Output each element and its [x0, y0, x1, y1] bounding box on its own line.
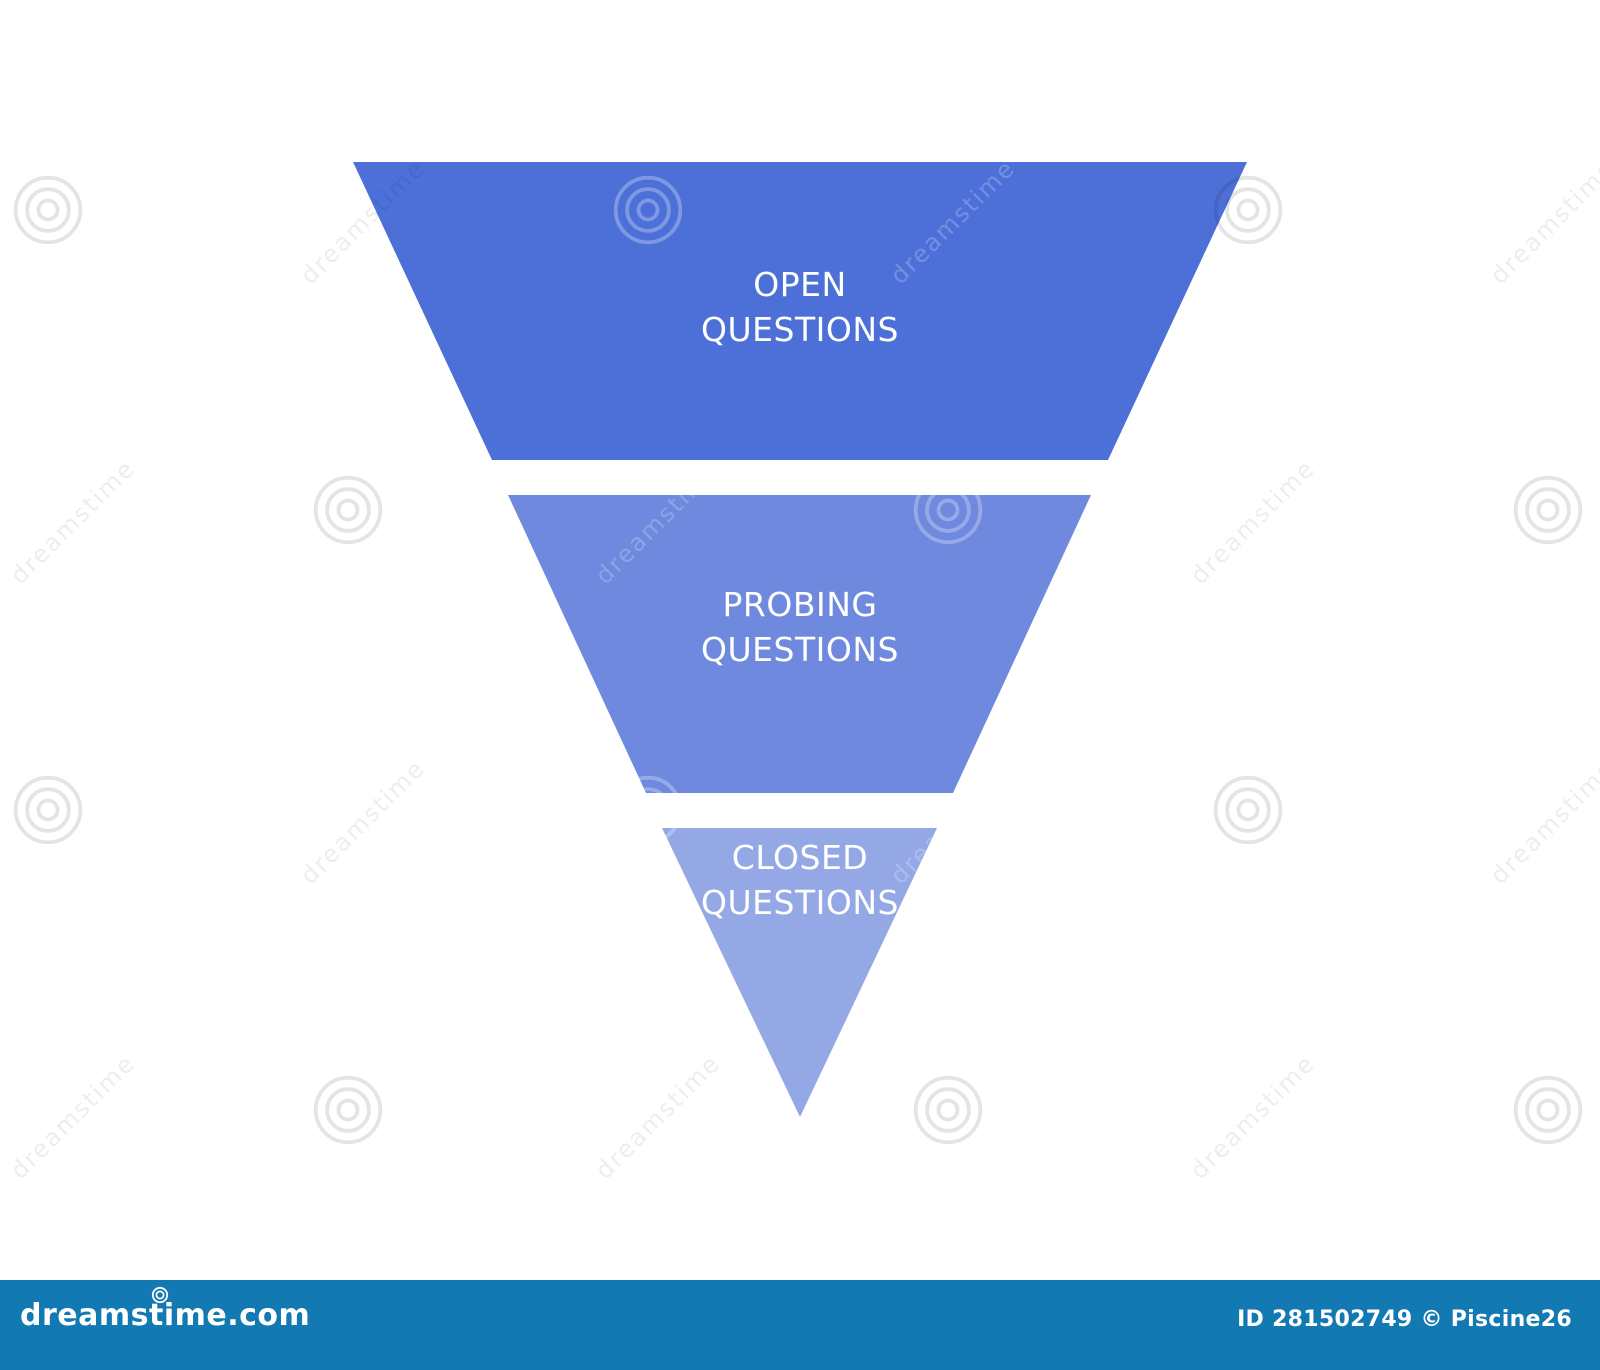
watermark-spiral-icon	[1210, 772, 1286, 848]
funnel-level-closed	[662, 828, 937, 1117]
watermark-spiral-icon	[310, 472, 386, 548]
spiral-icon	[151, 1286, 169, 1304]
funnel-label-closed-line2: QUESTIONS	[701, 883, 899, 922]
watermark-spiral-icon	[910, 472, 986, 548]
watermark-spiral-icon	[1510, 472, 1586, 548]
funnel-label-open-line1: OPEN	[753, 265, 847, 304]
watermark-spiral-icon	[1210, 172, 1286, 248]
funnel-label-open-line2: QUESTIONS	[701, 310, 899, 349]
watermark-spiral-icon	[310, 1072, 386, 1148]
funnel-level-open	[353, 162, 1247, 460]
funnel-svg	[353, 162, 1247, 1117]
watermark-spiral-icon	[1510, 1072, 1586, 1148]
funnel-diagram: OPEN QUESTIONS PROBING QUESTIONS CLOSED …	[5, 153, 1600, 1185]
footer-bar: dreamstime.com ID 281502749 © Piscine26	[0, 1280, 1600, 1370]
watermark-spiral-icon	[910, 1072, 986, 1148]
watermark-spiral-icon	[610, 172, 686, 248]
funnel-label-closed-line1: CLOSED	[731, 838, 869, 877]
footer-credit: ID 281502749 © Piscine26	[1237, 1307, 1572, 1332]
footer-logo: dreamstime.com	[20, 1286, 311, 1333]
footer-logo-text: dreamstime.com	[20, 1298, 311, 1333]
watermark-spiral-icon	[10, 172, 86, 248]
funnel-label-probing: PROBING QUESTIONS	[640, 582, 960, 672]
watermark-spiral-icon	[610, 772, 686, 848]
funnel-level-probing	[508, 495, 1091, 793]
funnel-label-probing-line1: PROBING	[722, 585, 878, 624]
funnel-label-open: OPEN QUESTIONS	[640, 262, 960, 352]
watermark-spiral-icon	[10, 772, 86, 848]
funnel-label-closed: CLOSED QUESTIONS	[640, 835, 960, 925]
funnel-label-probing-line2: QUESTIONS	[701, 630, 899, 669]
